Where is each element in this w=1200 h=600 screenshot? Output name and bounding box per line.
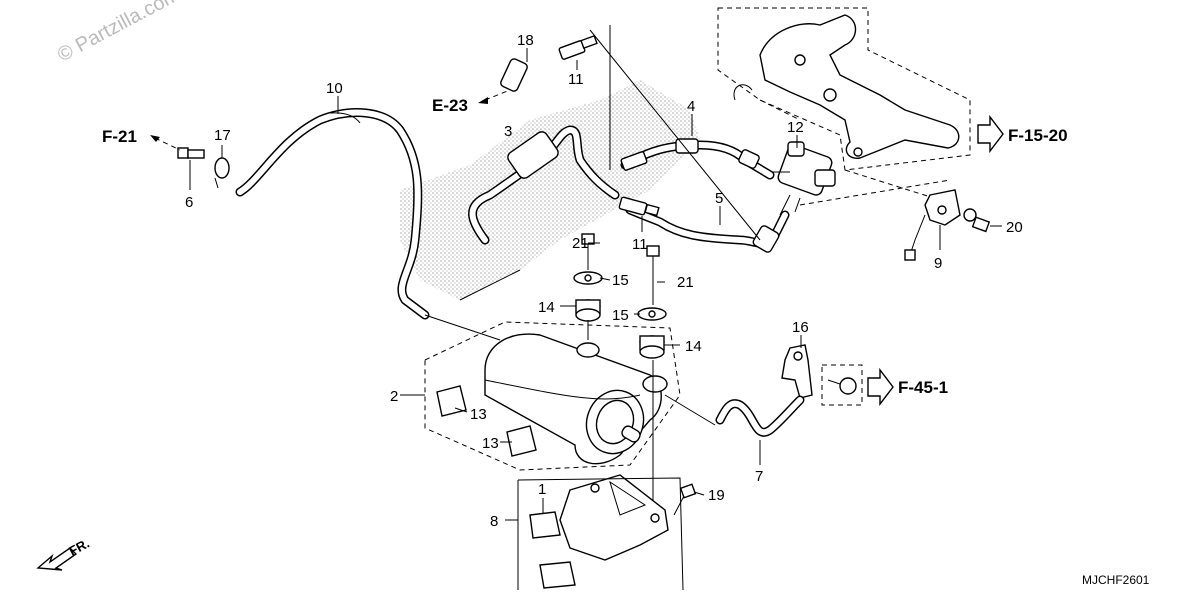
ref-f15-20: F-15-20 [1008, 126, 1068, 145]
canister-stay [559, 474, 669, 561]
ref-e23: E-23 [432, 96, 468, 115]
diagram-code: MJCHF2601 [1082, 573, 1150, 587]
callout-9: 9 [934, 255, 942, 272]
bracket-group-outline [717, 7, 971, 171]
ref-f21: F-21 [102, 127, 137, 146]
canister-group-outline [424, 321, 681, 471]
bolt-19 [673, 483, 697, 516]
callout-leaders [189, 48, 1002, 496]
callout-11-lower: 11 [632, 236, 648, 253]
bracket-hook [733, 84, 753, 101]
callout-11-upper: 11 [568, 71, 584, 88]
leader-line [664, 394, 716, 426]
leader-line [844, 169, 941, 201]
joint-6 [177, 147, 205, 159]
cushion-pad [436, 385, 467, 417]
callout-10: 10 [326, 80, 343, 97]
joint-11-mid [620, 151, 648, 171]
hose-4-band [738, 149, 760, 169]
bracket-hole [794, 54, 806, 66]
callout-5: 5 [715, 190, 723, 207]
callout-7: 7 [755, 468, 763, 485]
callout-16: 16 [792, 319, 809, 336]
f451-arrow [867, 367, 894, 407]
hose-3-sleeve [507, 131, 559, 179]
leader-line [799, 179, 951, 206]
hose-10 [235, 108, 430, 320]
front-direction-arrow [36, 547, 78, 571]
callout-19: 19 [708, 487, 725, 504]
callout-14-right: 14 [685, 338, 702, 355]
hose-mark [329, 112, 361, 124]
callout-1: 1 [538, 481, 546, 498]
bolt-20 [963, 208, 991, 233]
callout-21-left: 21 [572, 235, 589, 252]
leader-line [589, 29, 761, 241]
callout-2: 2 [390, 388, 398, 405]
leader-line [459, 269, 521, 301]
clip-outline [821, 364, 863, 406]
callout-3: 3 [504, 123, 512, 140]
bolt-21-right [646, 245, 660, 305]
callout-17: 17 [214, 127, 231, 144]
clip-17 [214, 157, 230, 189]
grommet-14-right [639, 335, 665, 359]
leader-line [424, 314, 501, 341]
callout-15-left: 15 [612, 272, 629, 289]
callout-13-upper: 13 [470, 406, 487, 423]
f21-arrow [150, 135, 181, 151]
shaded-area [400, 80, 700, 300]
bracket-hole [853, 147, 863, 157]
joint-11-upper [558, 34, 598, 60]
callout-14-left: 14 [538, 299, 555, 316]
watermark-text: © Partzilla.com [54, 0, 183, 66]
valve-stay-bracket [904, 189, 961, 261]
leader-line [759, 99, 801, 121]
callout-4: 4 [687, 98, 695, 115]
collar-15-right [637, 307, 667, 321]
purge-control-valve [770, 141, 836, 216]
cushion-pad [506, 425, 537, 457]
mounting-bracket [759, 14, 960, 159]
callout-8: 8 [490, 513, 498, 530]
callout-6: 6 [185, 194, 193, 211]
evap-canister [484, 333, 668, 465]
ref-f45-1: F-45-1 [898, 378, 948, 397]
callout-21-right: 21 [677, 274, 694, 291]
joint-11-lower [618, 196, 660, 217]
callout-12: 12 [787, 119, 804, 136]
hose-clamp-16 [781, 344, 813, 399]
grommet-14-left [575, 299, 601, 322]
bracket-hole [823, 88, 837, 102]
stay-pad [529, 511, 561, 539]
stay-pad [539, 561, 576, 589]
callout-13-lower: 13 [482, 435, 499, 452]
f1520-arrow [977, 114, 1004, 154]
callout-18: 18 [517, 32, 534, 49]
hose-5-band [752, 225, 780, 253]
collar-15-left [573, 271, 603, 285]
callout-20: 20 [1006, 219, 1023, 236]
e23-arrow [478, 89, 511, 104]
bolt-21-left [581, 233, 595, 270]
callout-15-right: 15 [612, 307, 629, 324]
stay-group-outline [517, 477, 684, 591]
clip [827, 377, 857, 395]
tube-18 [500, 58, 528, 92]
